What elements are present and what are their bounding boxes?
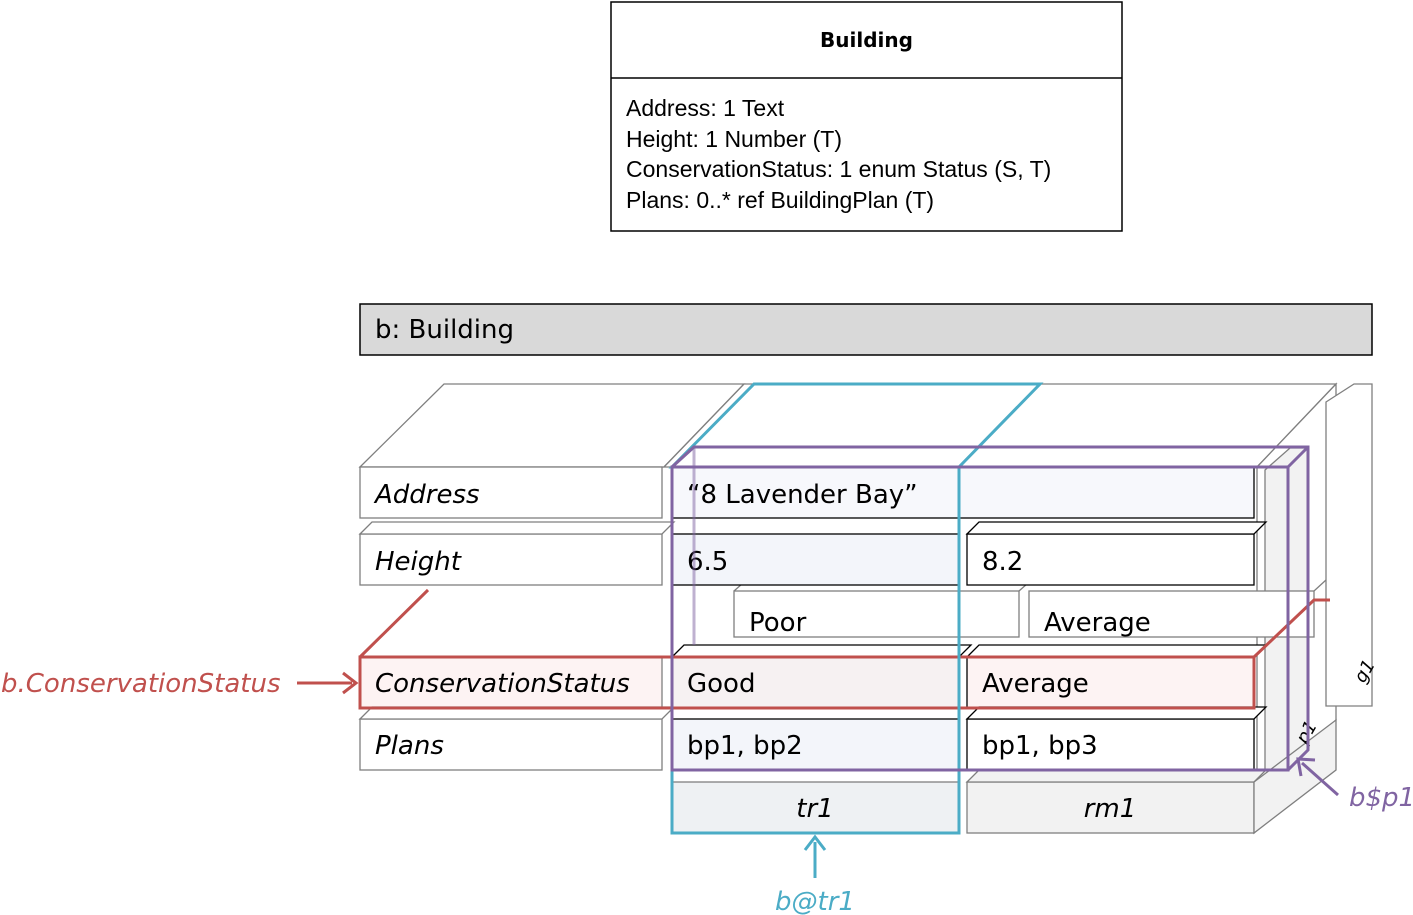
status-slice-outline — [358, 588, 1330, 710]
cell-status-back-tr1: Poor — [749, 608, 807, 638]
class-attribute: Address: 1 Text — [626, 95, 785, 121]
annotation-status-slice: b.ConservationStatus — [1, 669, 281, 699]
column-label-rm1: rm1 — [1084, 794, 1137, 824]
row-label-height: Height — [375, 547, 462, 577]
front-value-cells — [670, 466, 1268, 771]
annotation-time-slice: b@tr1 — [775, 887, 855, 915]
cell-height-rm1: 8.2 — [982, 547, 1023, 577]
row-label-address: Address — [373, 480, 480, 510]
row-label-cells — [358, 466, 676, 771]
uml-class-box: Building Address: 1 Text Height: 1 Numbe… — [610, 1, 1123, 232]
row-label-conservationstatus: ConservationStatus — [375, 669, 630, 699]
cell-plans-tr1: bp1, bp2 — [687, 731, 803, 761]
class-attribute: ConservationStatus: 1 enum Status (S, T) — [626, 156, 1051, 182]
perspective-slice-outline — [670, 445, 1310, 772]
cell-status-tr1: Good — [687, 669, 755, 699]
perspective-slice-arrow — [1296, 757, 1339, 797]
column-header-cells — [671, 718, 1337, 835]
annotation-perspective-slice: b$p1 — [1349, 783, 1413, 813]
cell-status-rm1: Average — [982, 669, 1089, 699]
class-attribute: Height: 1 Number (T) — [626, 126, 842, 152]
class-attribute: Plans: 0..* ref BuildingPlan (T) — [626, 187, 934, 213]
column-label-tr1: tr1 — [796, 794, 833, 824]
cell-status-back-rm1: Average — [1044, 608, 1151, 638]
cell-address-tr1: “8 Lavender Bay” — [687, 480, 918, 510]
class-name: Building — [820, 28, 913, 52]
instance-title-bar: b: Building — [359, 303, 1373, 356]
instance-title: b: Building — [375, 315, 514, 345]
status-slice-arrow — [297, 671, 359, 695]
time-slice-arrow — [803, 834, 827, 878]
cell-plans-rm1: bp1, bp3 — [982, 731, 1098, 761]
row-label-plans: Plans — [375, 731, 444, 761]
